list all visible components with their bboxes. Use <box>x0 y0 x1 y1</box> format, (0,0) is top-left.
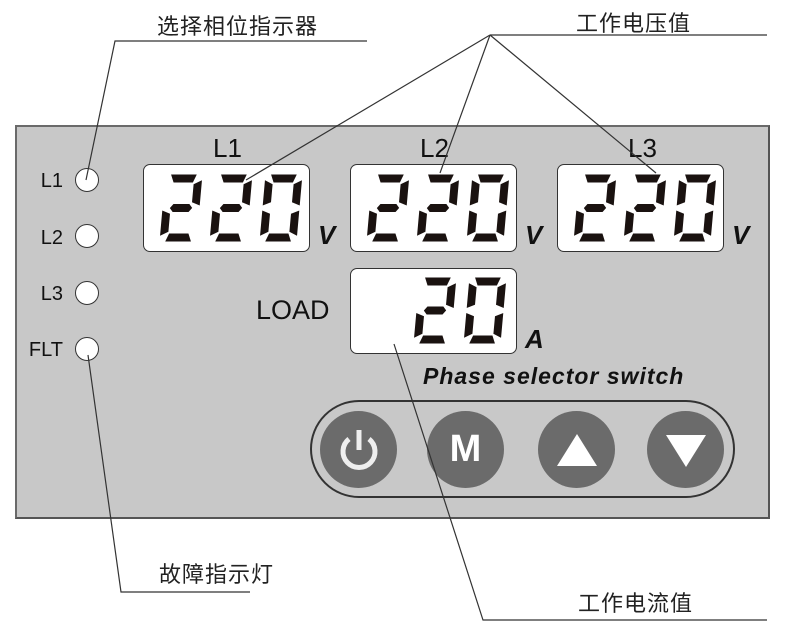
phase-label-l1: L1 <box>213 133 242 163</box>
unit-volt-l1: V <box>318 220 336 250</box>
current-display: 20 <box>350 268 517 354</box>
led-l2 <box>75 224 99 248</box>
led-label-l3: L3 <box>40 283 63 305</box>
power-button[interactable] <box>320 411 397 488</box>
led-label-l1: L1 <box>40 170 63 192</box>
phase-label-l3: L3 <box>628 133 657 163</box>
callout-working-voltage: 工作电压值 <box>576 12 692 37</box>
triangle-up-icon <box>556 433 597 466</box>
phase-label-l2: L2 <box>420 133 449 163</box>
mode-label: M <box>449 428 482 470</box>
callout-fault-indicator: 故障指示灯 <box>159 563 275 588</box>
unit-volt-l3: V <box>732 220 750 250</box>
unit-amp: A <box>525 324 544 354</box>
triangle-down-icon <box>665 434 706 467</box>
unit-volt-l2: V <box>525 220 543 250</box>
up-button[interactable] <box>538 411 615 488</box>
power-icon <box>340 429 377 470</box>
callout-working-current: 工作电流值 <box>578 592 694 617</box>
mode-button[interactable]: M <box>427 411 504 488</box>
load-label: LOAD <box>256 295 330 325</box>
voltage-display-l1: 220 <box>143 164 310 252</box>
led-l3 <box>75 281 99 305</box>
voltage-display-l2: 220 <box>350 164 517 252</box>
down-button[interactable] <box>647 411 724 488</box>
voltage-display-l3: 220 <box>557 164 724 252</box>
led-l1 <box>75 168 99 192</box>
callout-phase-indicator: 选择相位指示器 <box>157 15 319 40</box>
product-name: Phase selector switch <box>423 363 685 389</box>
led-flt <box>75 337 99 361</box>
led-label-l2: L2 <box>40 227 63 249</box>
led-label-flt: FLT <box>28 339 63 361</box>
